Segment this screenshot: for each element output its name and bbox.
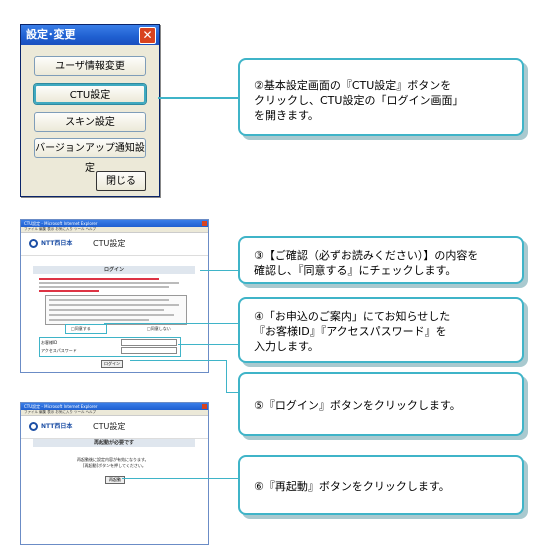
- browser-title: CTU設定 - Microsoft Internet Explorer: [24, 404, 98, 409]
- dialog-close-button[interactable]: 閉じる: [96, 171, 146, 191]
- restart-message-2: [再起動]ボタンを押してください。: [83, 463, 146, 468]
- connector-line: [122, 478, 238, 479]
- terms-text: [49, 309, 164, 311]
- ntt-logo-icon: [29, 422, 38, 431]
- login-button[interactable]: ログイン: [101, 360, 123, 368]
- terms-text-box[interactable]: [45, 295, 187, 325]
- password-input[interactable]: [121, 347, 177, 354]
- terms-text: [49, 314, 174, 316]
- browser-window-login: CTU設定 - Microsoft Internet Explorer ファイル…: [20, 219, 209, 373]
- credentials-highlight: [39, 337, 181, 357]
- restart-button[interactable]: 再起動: [105, 476, 125, 484]
- browser-menu-bar: ファイル 編集 表示 お気に入り ツール ヘルプ: [21, 410, 208, 416]
- page-header: NTT西日本 CTU設定: [21, 416, 208, 439]
- skin-settings-button[interactable]: スキン設定: [34, 112, 146, 132]
- connector-line: [130, 360, 226, 361]
- page-title: CTU設定: [93, 422, 126, 431]
- restart-section-title: 再起動が必要です: [33, 439, 195, 447]
- disagree-checkbox[interactable]: □同意しない: [147, 326, 171, 331]
- terms-text: [49, 319, 149, 321]
- dialog-title-bar: 設定･変更 ✕: [21, 25, 159, 45]
- connector-line: [226, 360, 227, 392]
- page-header: NTT西日本 CTU設定: [21, 233, 208, 256]
- settings-dialog: 設定･変更 ✕ ユーザ情報変更 CTU設定 スキン設定 バージョンアップ通知設定…: [20, 24, 160, 197]
- close-icon[interactable]: [202, 404, 207, 409]
- browser-menu-bar: ファイル 編集 表示 お気に入り ツール ヘルプ: [21, 227, 208, 233]
- close-icon[interactable]: [202, 221, 207, 226]
- notice-text: [39, 286, 169, 288]
- customer-id-input[interactable]: [121, 339, 177, 346]
- callout-step-6: ⑥『再起動』ボタンをクリックします。: [238, 455, 524, 515]
- ntt-logo-text: NTT西日本: [41, 240, 73, 247]
- restart-message-1: 再起動後に設定内容が有効になります。: [77, 457, 149, 462]
- version-notify-settings-button[interactable]: バージョンアップ通知設定: [34, 138, 146, 174]
- browser-title-bar: CTU設定 - Microsoft Internet Explorer: [21, 403, 208, 410]
- connector-line: [178, 344, 238, 345]
- connector-line: [158, 97, 238, 99]
- connector-line: [200, 270, 238, 271]
- user-info-change-button[interactable]: ユーザ情報変更: [34, 56, 146, 76]
- callout-step-2: ②基本設定画面の『CTU設定』ボタンを クリックし、CTU設定の「ログイン画面」…: [238, 58, 524, 136]
- customer-id-label: お客様ID: [41, 340, 58, 345]
- connector-line: [226, 392, 238, 393]
- browser-title: CTU設定 - Microsoft Internet Explorer: [24, 221, 98, 226]
- callout-step-3: ③【ご確認（必ずお読みください）】の内容を 確認し、『同意する』にチェックします…: [238, 236, 524, 284]
- ntt-logo-text: NTT西日本: [41, 423, 73, 430]
- terms-text: [49, 304, 179, 306]
- page-title: CTU設定: [93, 239, 126, 248]
- password-label: アクセスパスワード: [41, 348, 77, 353]
- login-section-title: ログイン: [33, 266, 195, 274]
- ntt-logo-icon: [29, 239, 38, 248]
- browser-title-bar: CTU設定 - Microsoft Internet Explorer: [21, 220, 208, 227]
- close-icon[interactable]: ✕: [139, 27, 156, 44]
- agree-checkbox[interactable]: □同意する: [71, 326, 91, 331]
- ctu-settings-button[interactable]: CTU設定: [34, 84, 146, 104]
- callout-step-5: ⑤『ログイン』ボタンをクリックします。: [238, 372, 524, 436]
- agree-highlight: [65, 324, 107, 334]
- browser-window-restart: CTU設定 - Microsoft Internet Explorer ファイル…: [20, 402, 209, 545]
- notice-text: [39, 290, 99, 292]
- notice-text: [39, 282, 179, 284]
- dialog-title: 設定･変更: [26, 28, 76, 41]
- callout-step-4: ④「お申込のご案内」にてお知らせした 『お客様ID』『アクセスパスワード』を 入…: [238, 297, 524, 363]
- notice-text: [39, 278, 159, 280]
- terms-text: [49, 299, 169, 301]
- connector-line: [104, 323, 238, 324]
